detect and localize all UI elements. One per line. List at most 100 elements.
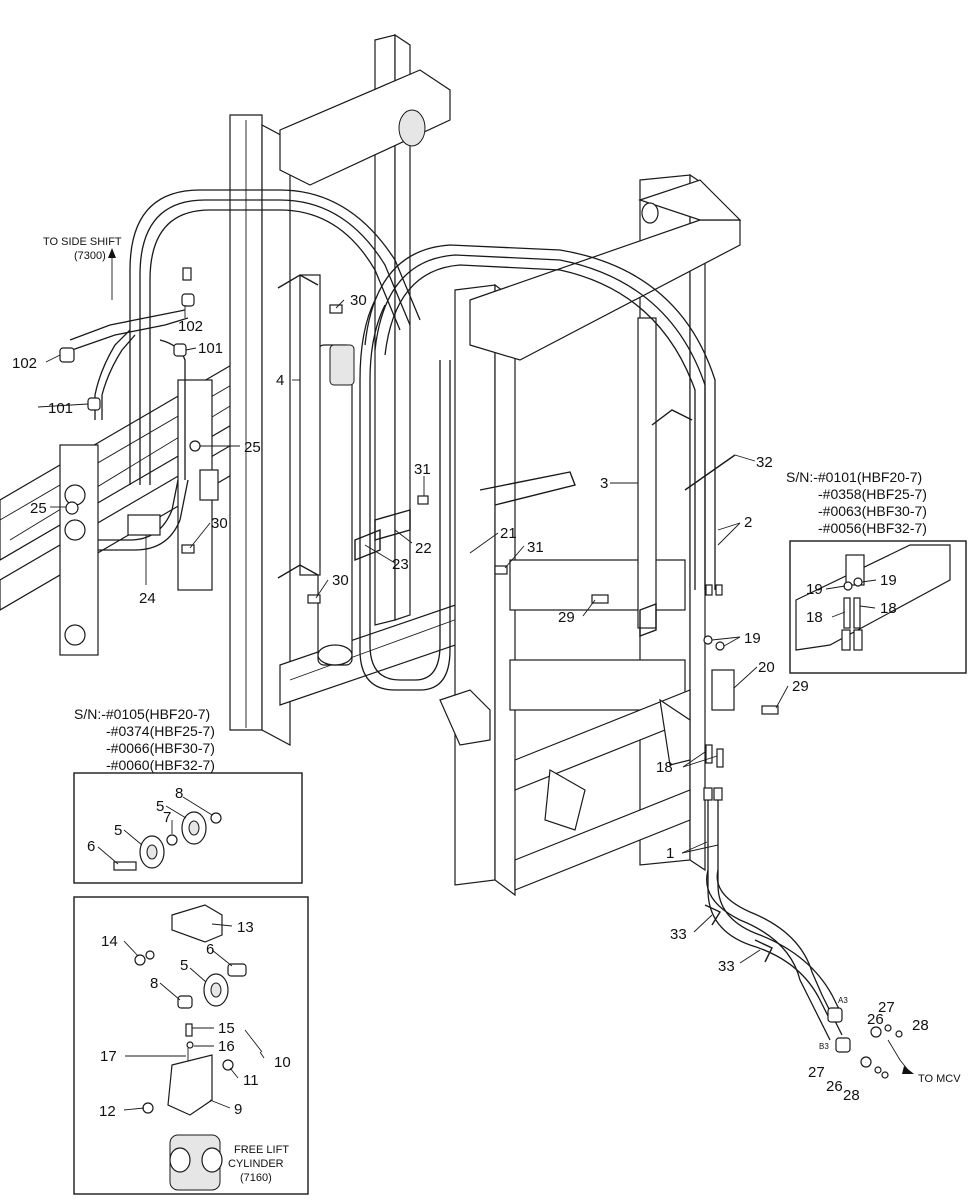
callout-2: 2 <box>744 514 752 531</box>
outer-mast <box>229 33 471 747</box>
shaft-6 <box>113 861 137 871</box>
note-free-lift-2: CYLINDER <box>228 1158 284 1170</box>
callout-24: 24 <box>139 590 156 607</box>
callout-26-a: 26 <box>867 1011 884 1028</box>
note-to-side-shift: TO SIDE SHIFT <box>43 236 122 248</box>
inner-mast <box>439 173 742 897</box>
detail-box-free-lift <box>73 896 309 1195</box>
note-free-lift-1: FREE LIFT <box>234 1144 289 1156</box>
serial-left-line-2: -#0374(HBF25-7) <box>106 723 215 739</box>
serial-left-line-4: -#0060(HBF32-7) <box>106 757 215 773</box>
callout-26-b: 26 <box>826 1078 843 1095</box>
fitting-101-left <box>87 397 101 411</box>
callout-30-b: 30 <box>211 515 228 532</box>
callout-101-a: 101 <box>198 340 223 357</box>
bolt-31-lower <box>494 565 508 575</box>
serial-note-right: S/N:-#0101(HBF20-7) -#0358(HBF25-7) -#00… <box>786 469 927 536</box>
port-b3-label: B3 <box>819 1042 829 1051</box>
serial-right-line-4: -#0056(HBF32-7) <box>818 520 927 536</box>
mast-roller <box>398 109 426 147</box>
fork-carriage <box>0 358 241 656</box>
leader-lines <box>37 248 914 1074</box>
callout-18-b: 18 <box>806 609 823 626</box>
clip-33a <box>704 904 722 926</box>
callout-33-b: 33 <box>718 958 735 975</box>
spacer-7 <box>166 834 178 846</box>
callout-6-a: 6 <box>87 838 95 855</box>
plug-25-right <box>189 440 201 452</box>
serial-note-left: S/N:-#0105(HBF20-7) -#0374(HBF25-7) -#00… <box>74 706 215 773</box>
serial-left-line-1: S/N:-#0105(HBF20-7) <box>74 706 210 722</box>
callout-28-a: 28 <box>912 1017 929 1034</box>
note-free-lift-ref: (7160) <box>240 1172 272 1184</box>
bolt-14 <box>134 954 146 966</box>
clip-33b <box>754 939 773 963</box>
port-a3-label: A3 <box>838 996 848 1005</box>
callout-8-a: 8 <box>175 785 183 802</box>
nut-12 <box>142 1102 154 1114</box>
callout-29-a: 29 <box>558 609 575 626</box>
bolt-30-bottom <box>307 594 321 604</box>
callout-32: 32 <box>756 454 773 471</box>
pin-10 <box>244 1029 263 1053</box>
callout-1: 1 <box>666 845 674 862</box>
washer-11 <box>222 1059 234 1071</box>
fitting-101-right <box>173 343 187 357</box>
callout-15: 15 <box>218 1020 235 1037</box>
callout-14: 14 <box>101 933 118 950</box>
bracket-9 <box>167 1054 213 1116</box>
callout-30-a: 30 <box>350 292 367 309</box>
callout-101-b: 101 <box>48 400 73 417</box>
callout-6-b: 6 <box>206 941 214 958</box>
notes: TO SIDE SHIFT (7300) TO MCV FREE LIFT CY… <box>43 236 961 1184</box>
callout-13: 13 <box>237 919 254 936</box>
hoses <box>69 189 843 1041</box>
callout-21: 21 <box>500 525 517 542</box>
callout-27-b: 27 <box>808 1064 825 1081</box>
fork-left <box>59 444 99 656</box>
callout-5-a: 5 <box>156 798 164 815</box>
callout-22: 22 <box>415 540 432 557</box>
callout-3: 3 <box>600 475 608 492</box>
hose-guides <box>277 274 693 638</box>
adaptor-18a <box>705 744 713 764</box>
callout-18-a: 18 <box>656 759 673 776</box>
callout-7: 7 <box>163 809 171 826</box>
bracket-20 <box>711 669 735 711</box>
fitting-102-right <box>181 293 195 307</box>
callout-31-a: 31 <box>414 461 431 478</box>
washer-19a <box>703 635 713 645</box>
callout-25-b: 25 <box>30 500 47 517</box>
callout-31-b: 31 <box>527 539 544 556</box>
callout-102-b: 102 <box>12 355 37 372</box>
washer-16 <box>186 1041 194 1049</box>
callout-16: 16 <box>218 1038 235 1055</box>
callout-20: 20 <box>758 659 775 676</box>
callout-4: 4 <box>276 372 284 389</box>
fitting-upper <box>182 267 192 281</box>
callout-17: 17 <box>100 1048 117 1065</box>
callout-28-b: 28 <box>843 1087 860 1104</box>
detail-box-upper-right <box>789 540 967 674</box>
callout-5-c: 5 <box>180 957 188 974</box>
callout-27-a: 27 <box>878 999 895 1016</box>
bolt-29-upper <box>591 594 609 604</box>
callout-19-c: 19 <box>880 572 897 589</box>
callout-19-a: 19 <box>744 630 761 647</box>
plug-25-left <box>65 501 79 515</box>
callout-30-c: 30 <box>332 572 349 589</box>
callout-12: 12 <box>99 1103 116 1120</box>
lift-cylinder <box>317 344 355 666</box>
bolt-30-left <box>181 544 195 554</box>
adaptor-18b <box>716 748 724 768</box>
serial-right-line-3: -#0063(HBF30-7) <box>818 503 927 519</box>
serial-right-line-2: -#0358(HBF25-7) <box>818 486 927 502</box>
callout-labels: 1 2 3 4 5 5 5 6 6 7 8 8 9 10 11 12 13 14… <box>12 292 929 1120</box>
detail-box-rollers <box>73 772 303 884</box>
callout-102-a: 102 <box>178 318 203 335</box>
callout-25-a: 25 <box>244 439 261 456</box>
washer-19b <box>715 641 725 651</box>
bolt-29-lower <box>761 705 779 715</box>
callout-19-b: 19 <box>806 581 823 598</box>
